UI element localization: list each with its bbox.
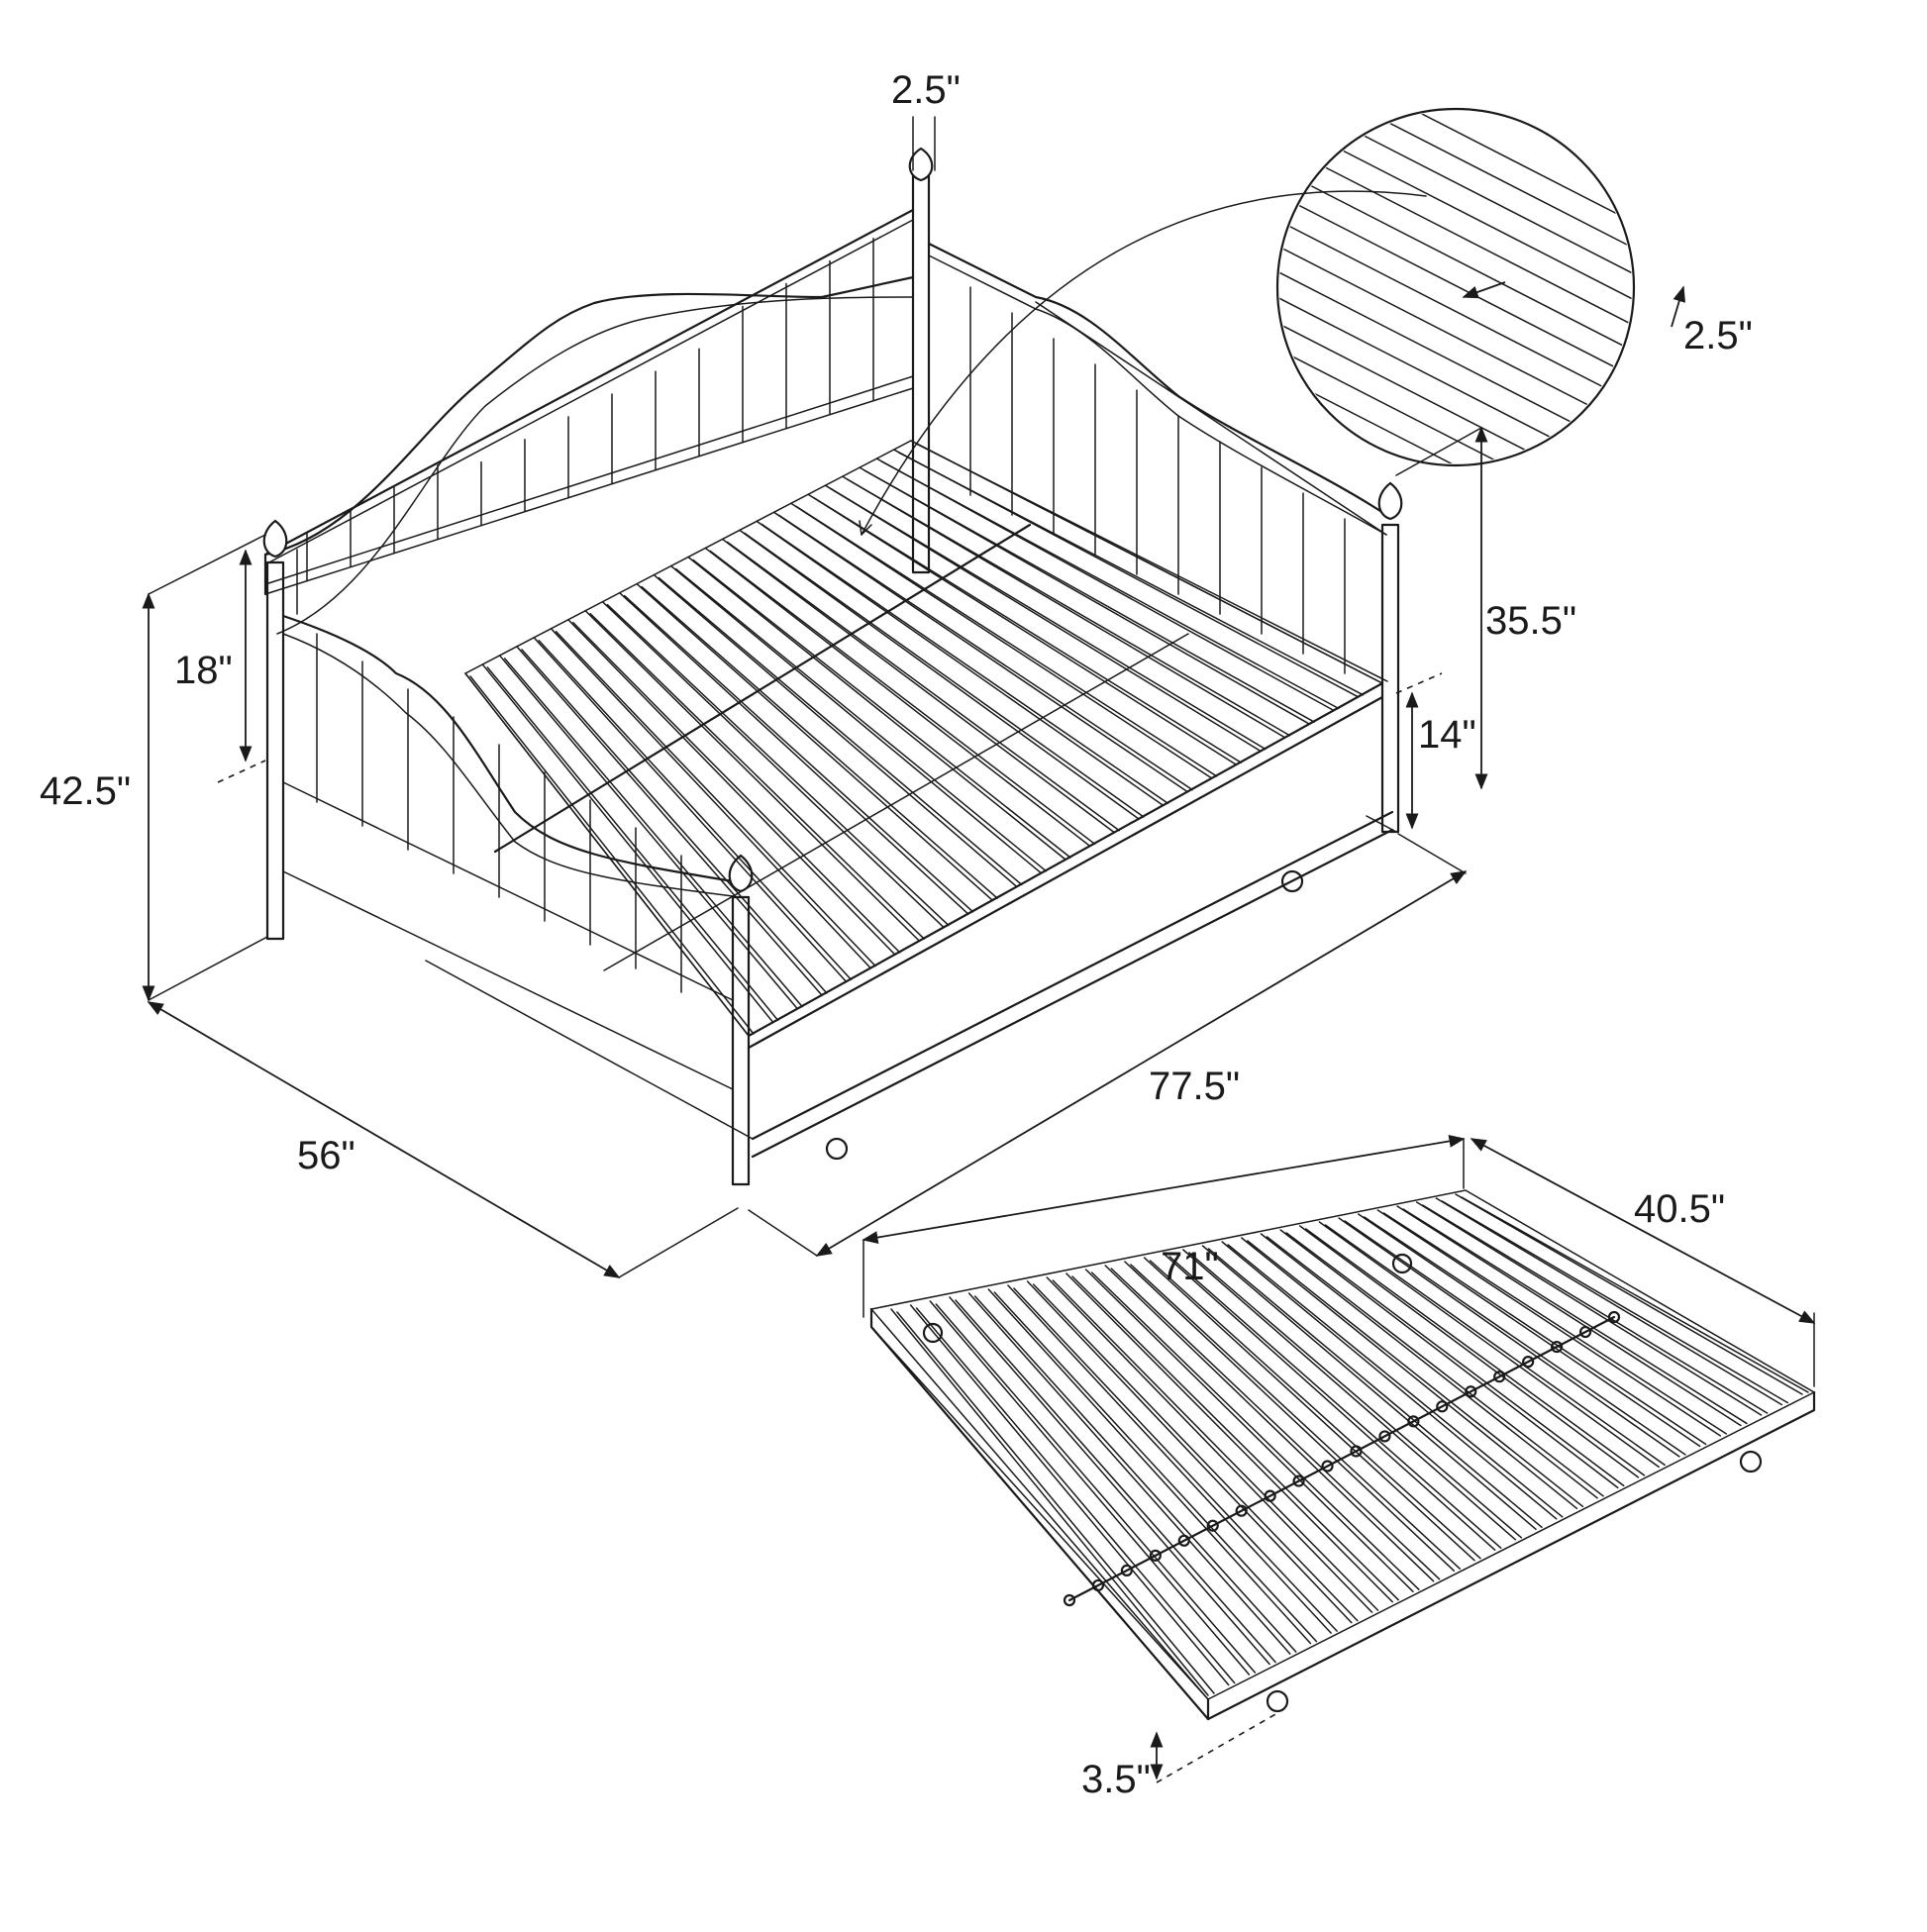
- back-panel: [263, 208, 915, 635]
- right-arm-panel: [927, 242, 1388, 536]
- trundle-casters: [922, 1253, 1763, 1713]
- left-arm-panel: [281, 614, 735, 1090]
- post-width-label: 2.5": [891, 68, 961, 112]
- trundle-frame: [869, 1189, 1816, 1721]
- trundle-dimension-lines: 71" 40.5" 3.5": [862, 1135, 1816, 1801]
- back-right-post: [1377, 481, 1403, 834]
- length-label: 77.5": [1149, 1065, 1240, 1108]
- center-support: [493, 523, 1189, 971]
- deck-slats: [464, 440, 1388, 1037]
- width-label: 56": [297, 1134, 355, 1177]
- front-left-post: [262, 519, 288, 941]
- total-height-label: 42.5": [40, 769, 131, 813]
- slat-gap-label: 2.5": [1683, 314, 1753, 357]
- trundle-clearance-label: 3.5": [1081, 1758, 1151, 1801]
- deck-height-label: 14": [1418, 713, 1476, 757]
- under-trundle: [425, 810, 1397, 1161]
- headboard-height-label: 18": [174, 649, 233, 692]
- back-left-post: [908, 147, 934, 574]
- dimension-lines: 2.5" 18" 42.5" 56" 77.5" 35.5" 14": [40, 68, 1576, 1278]
- trundle-length-label: 71": [1161, 1245, 1219, 1288]
- back-height-label: 35.5": [1485, 599, 1576, 643]
- daybed-frame: [262, 147, 1403, 1186]
- trundle-support-joints: [1063, 1310, 1621, 1607]
- trundle-width-label: 40.5": [1634, 1187, 1725, 1231]
- left-arm-bars: [316, 633, 682, 993]
- trundle-slats: [890, 1193, 1809, 1696]
- back-panel-bars: [306, 238, 874, 582]
- right-arm-bars: [969, 286, 1346, 674]
